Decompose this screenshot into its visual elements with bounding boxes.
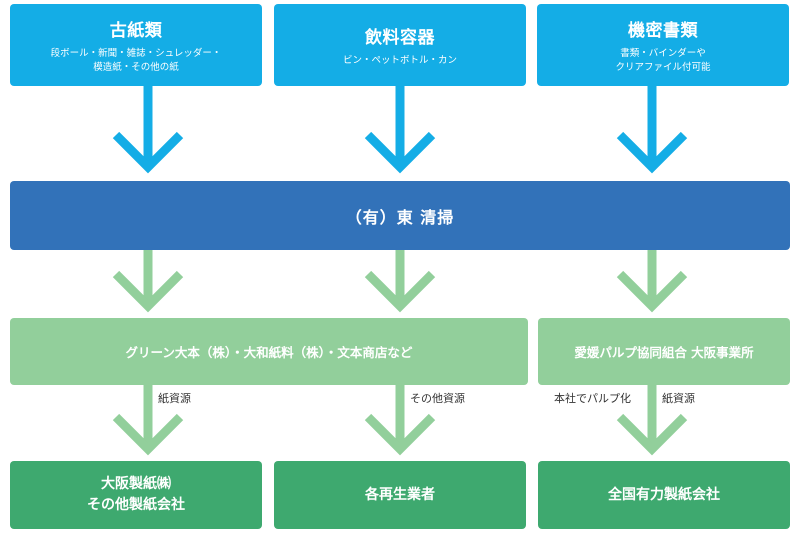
arrow-head-5 xyxy=(364,270,436,313)
source-title: 機密書類 xyxy=(628,20,698,41)
source-subtitle-line: 段ボール・新聞・雑誌・シュレッダー・ xyxy=(50,47,222,59)
arrow-head-3 xyxy=(616,131,688,174)
arrow-head-6 xyxy=(616,270,688,313)
source-box-confidential-documents: 機密書類 書類・バインダーや クリアファイル付可能 xyxy=(537,4,789,86)
destination-line: 全国有力製紙会社 xyxy=(608,486,720,503)
destination-box-paper-mills: 大阪製紙㈱ その他製紙会社 xyxy=(10,461,262,529)
source-subtitle-line: 書類・バインダーや xyxy=(620,47,706,59)
middle-label-left: グリーン大本（株）・大和紙料（株）・文本商店など xyxy=(125,345,413,360)
source-title: 古紙類 xyxy=(109,20,163,41)
source-title: 飲料容器 xyxy=(365,27,435,48)
middle-box-pulp-cooperative: 愛媛パルプ協同組合 大阪事業所 xyxy=(538,318,790,385)
arrow-label-other-resources: その他資源 xyxy=(408,392,467,405)
processor-box: （有）東 清掃 xyxy=(10,181,790,250)
arrow-label-paper-resource: 紙資源 xyxy=(660,392,697,405)
arrow-label-pulping-at-hq: 本社でパルプ化 xyxy=(552,392,633,405)
source-subtitle-line: 模造紙・その他の紙 xyxy=(93,61,179,73)
middle-box-dealers: グリーン大本（株）・大和紙料（株）・文本商店など xyxy=(10,318,528,385)
destination-line: 大阪製紙㈱ xyxy=(101,476,171,492)
source-subtitle-line: クリアファイル付可能 xyxy=(615,61,711,73)
processor-label: （有）東 清掃 xyxy=(345,207,455,227)
destination-box-recyclers: 各再生業者 xyxy=(274,461,526,529)
destination-line: その他製紙会社 xyxy=(87,497,185,513)
arrow-head-4 xyxy=(112,270,184,313)
arrow-label-paper-resource: 紙資源 xyxy=(156,392,193,405)
destination-line: 各再生業者 xyxy=(365,486,435,503)
source-box-waste-paper: 古紙類 段ボール・新聞・雑誌・シュレッダー・ 模造紙・その他の紙 xyxy=(10,4,262,86)
middle-label-right: 愛媛パルプ協同組合 大阪事業所 xyxy=(574,345,754,360)
arrow-head-7 xyxy=(112,413,184,456)
source-subtitle-line: ビン・ペットボトル・カン xyxy=(342,54,457,66)
arrow-head-8 xyxy=(364,413,436,456)
source-box-beverage-containers: 飲料容器 ビン・ペットボトル・カン xyxy=(274,4,526,86)
arrow-head-1 xyxy=(112,131,184,174)
destination-box-national-mills: 全国有力製紙会社 xyxy=(538,461,790,529)
arrow-head-9 xyxy=(616,413,688,456)
arrow-head-2 xyxy=(364,131,436,174)
